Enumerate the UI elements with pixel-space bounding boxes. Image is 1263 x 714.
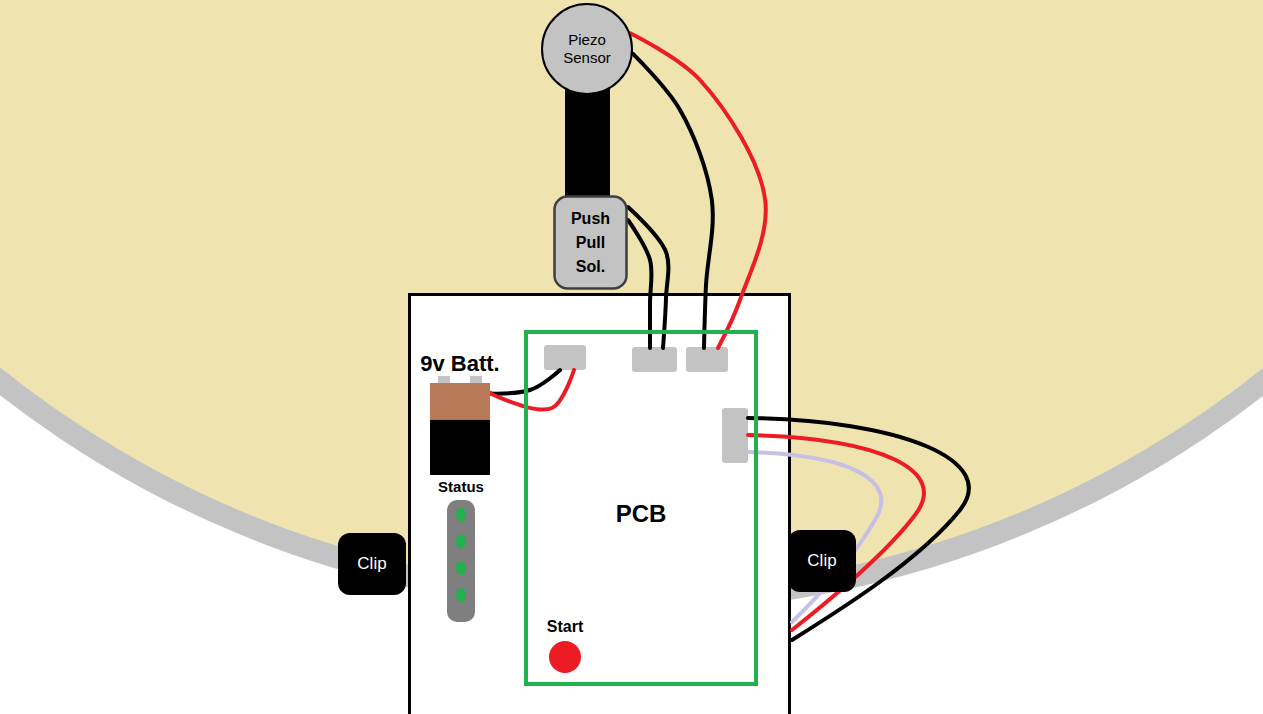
side-wire [748,452,881,622]
status-led [456,534,466,548]
sensor-disc [542,4,632,94]
clip-body [338,533,406,595]
part-label: 9v Batt. [420,351,499,376]
part-label: Push Pull Sol. [571,207,610,279]
wire [628,220,652,348]
clip: Clip [338,533,406,595]
part-label: Clip [807,551,836,571]
solenoid: Push Pull Sol. [553,195,628,290]
part-label: Clip [357,554,386,574]
housing [410,295,790,714]
clip-body [788,530,856,592]
battery-shape [430,383,490,475]
status-led [456,561,466,575]
start-button: Start [549,641,581,673]
battery-bottom [430,420,490,475]
piezo-sensor: Piezo Sensor [541,3,633,95]
pcb-outline [526,332,756,684]
led-bar [447,500,475,622]
start-shape [549,641,581,673]
solenoid-connector [632,347,677,372]
part-label: Start [547,617,583,636]
battery-top [430,383,490,420]
side-connector [722,408,748,463]
side-wire [748,418,969,640]
part-label: PCB [616,500,667,529]
wire [628,207,668,348]
battery-connector [544,345,586,370]
battery-terminal [438,376,450,383]
battery: 9v Batt. [430,383,490,475]
piezo-connector [686,347,728,372]
status-led [456,588,466,602]
clip: Clip [788,530,856,592]
status-led [456,508,466,522]
pcb-board: PCB Start [524,330,758,686]
side-wire [748,435,924,630]
wire [633,54,713,348]
part-label: Piezo Sensor [563,31,611,67]
status-shape [447,500,475,622]
start-button-cap [549,641,581,673]
plunger-rod [565,88,610,200]
solenoid-body [555,197,627,289]
battery-terminal [470,376,482,383]
part-label: Status [438,478,484,496]
status-led-bar: Status [447,500,475,622]
wire-bundle [628,207,668,348]
